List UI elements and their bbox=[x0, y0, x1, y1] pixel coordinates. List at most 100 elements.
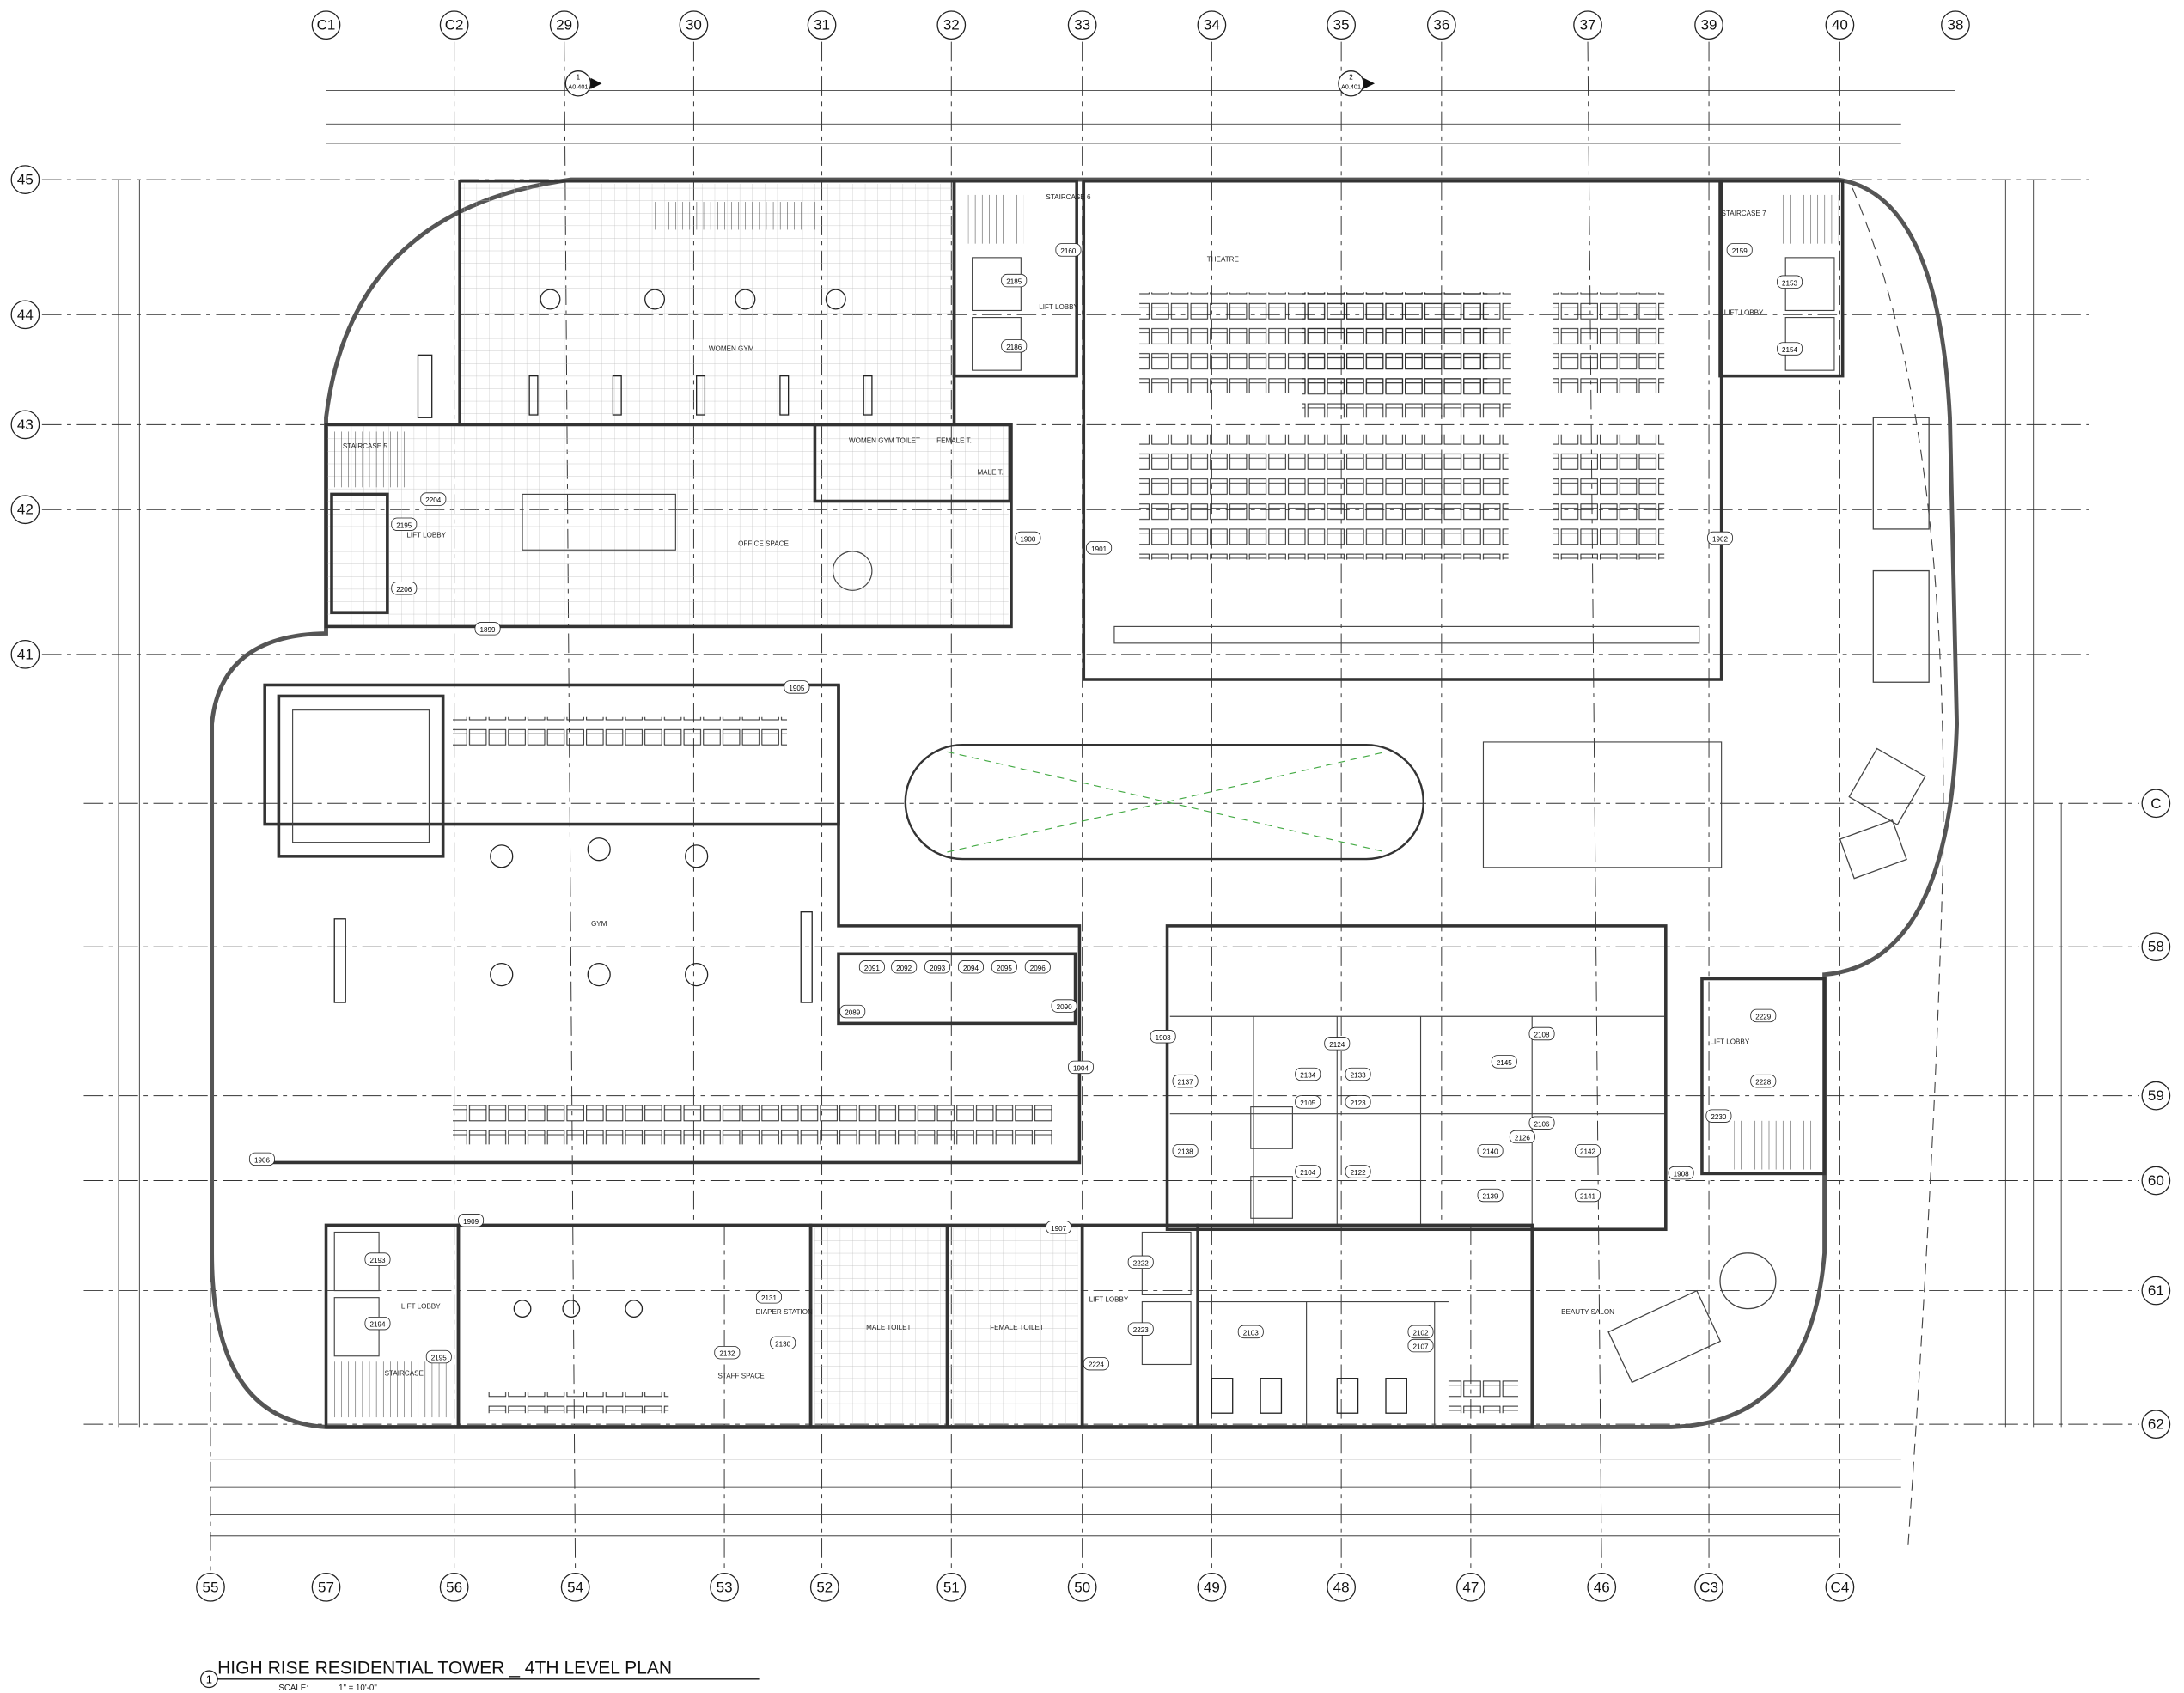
theatre-area bbox=[1082, 179, 1723, 681]
svg-text:33: 33 bbox=[1074, 17, 1090, 33]
section-mark-1: 1 A0.401 bbox=[564, 70, 602, 97]
svg-text:2195: 2195 bbox=[431, 1355, 448, 1362]
svg-text:46: 46 bbox=[1594, 1579, 1610, 1595]
svg-text:58: 58 bbox=[2148, 939, 2164, 955]
grid-bubble: 44 bbox=[10, 300, 40, 330]
door-tag: 2106 bbox=[1528, 1116, 1555, 1130]
door-tag: 1899 bbox=[474, 622, 501, 636]
door-tag: 2122 bbox=[1345, 1165, 1371, 1178]
room-label: STAIRCASE bbox=[385, 1369, 424, 1377]
svg-text:1907: 1907 bbox=[1051, 1225, 1067, 1233]
core-right-lower bbox=[1700, 977, 1827, 1176]
svg-text:34: 34 bbox=[1204, 17, 1220, 33]
door-tag: 2124 bbox=[1324, 1037, 1351, 1051]
svg-text:56: 56 bbox=[446, 1579, 462, 1595]
door-tag: 2159 bbox=[1726, 243, 1753, 257]
lower-rooms bbox=[324, 1223, 1534, 1429]
grid-bubble: 35 bbox=[1327, 10, 1356, 40]
grid-bubble: 57 bbox=[311, 1572, 341, 1602]
svg-text:2222: 2222 bbox=[1133, 1259, 1150, 1267]
door-tag: 2108 bbox=[1528, 1026, 1555, 1041]
lounge-seating bbox=[1607, 417, 1930, 1384]
door-tag: 2193 bbox=[364, 1252, 391, 1266]
room-label: MALE T. bbox=[977, 469, 1003, 477]
room-labels: WOMEN GYM OFFICE SPACE STAIRCASE 5 LIFT … bbox=[343, 193, 1766, 1380]
svg-text:2142: 2142 bbox=[1580, 1148, 1596, 1156]
grid-bubble: 52 bbox=[809, 1572, 839, 1602]
grid-bubble: 58 bbox=[2141, 932, 2171, 962]
svg-text:2094: 2094 bbox=[963, 965, 979, 972]
svg-text:2132: 2132 bbox=[719, 1350, 735, 1358]
grid-bubble: 47 bbox=[1456, 1572, 1485, 1602]
grid-bubbles-left: 45 44 43 42 41 bbox=[10, 165, 40, 669]
door-tag: 1909 bbox=[458, 1214, 485, 1227]
svg-text:62: 62 bbox=[2148, 1416, 2164, 1433]
svg-text:C3: C3 bbox=[1699, 1579, 1718, 1595]
svg-text:2224: 2224 bbox=[1089, 1361, 1105, 1369]
grid-bubble: 30 bbox=[679, 10, 709, 40]
svg-text:39: 39 bbox=[1701, 17, 1717, 33]
atrium-void bbox=[904, 743, 1424, 861]
canopy-line bbox=[1852, 187, 1944, 1546]
svg-text:48: 48 bbox=[1333, 1579, 1350, 1595]
door-tag: 2194 bbox=[364, 1316, 391, 1331]
svg-text:2141: 2141 bbox=[1580, 1193, 1596, 1201]
room-label: LIFT LOBBY bbox=[1724, 308, 1764, 316]
svg-text:2105: 2105 bbox=[1300, 1099, 1316, 1107]
grid-bubble: 40 bbox=[1825, 10, 1855, 40]
grid-bubble: 41 bbox=[10, 639, 40, 669]
grid-bubble: 60 bbox=[2141, 1166, 2171, 1196]
svg-text:C1: C1 bbox=[317, 17, 336, 33]
svg-text:1908: 1908 bbox=[1674, 1171, 1690, 1178]
door-tag: 2107 bbox=[1407, 1338, 1434, 1353]
svg-text:2123: 2123 bbox=[1351, 1099, 1367, 1107]
door-tag: 2093 bbox=[924, 960, 951, 974]
svg-text:2096: 2096 bbox=[1030, 965, 1046, 972]
grid-bubbles-bottom: 55 57 56 54 53 52 51 50 49 48 47 46 C3 C… bbox=[196, 1572, 1855, 1602]
svg-text:2140: 2140 bbox=[1483, 1148, 1499, 1156]
room-label: BEAUTY SALON bbox=[1561, 1308, 1614, 1316]
grid-bubble: 62 bbox=[2141, 1410, 2171, 1440]
svg-text:2091: 2091 bbox=[864, 965, 881, 972]
svg-text:2133: 2133 bbox=[1351, 1072, 1367, 1080]
door-tag: 1900 bbox=[1015, 531, 1041, 545]
svg-text:2089: 2089 bbox=[845, 1009, 861, 1017]
core-stair-6 bbox=[952, 179, 1078, 378]
svg-text:2230: 2230 bbox=[1711, 1113, 1727, 1121]
svg-text:55: 55 bbox=[203, 1579, 219, 1595]
svg-text:2103: 2103 bbox=[1243, 1329, 1260, 1337]
grid-bubble: 32 bbox=[936, 10, 967, 40]
svg-text:2106: 2106 bbox=[1534, 1120, 1551, 1128]
grid-bubble: 31 bbox=[807, 10, 837, 40]
door-tag: 2132 bbox=[714, 1345, 741, 1360]
door-tag: 1906 bbox=[248, 1152, 275, 1166]
svg-text:53: 53 bbox=[717, 1579, 733, 1595]
svg-text:A0.401: A0.401 bbox=[568, 83, 588, 91]
door-tag: 2091 bbox=[858, 960, 885, 974]
svg-text:40: 40 bbox=[1832, 17, 1848, 33]
door-tag: 1903 bbox=[1150, 1030, 1176, 1044]
svg-text:2153: 2153 bbox=[1782, 279, 1798, 287]
door-tag: 2137 bbox=[1172, 1074, 1199, 1088]
svg-text:31: 31 bbox=[814, 17, 830, 33]
room-label: STAIRCASE 6 bbox=[1046, 193, 1091, 201]
svg-text:37: 37 bbox=[1580, 17, 1596, 33]
svg-text:2131: 2131 bbox=[761, 1294, 778, 1302]
grid-bubble: 33 bbox=[1067, 10, 1097, 40]
door-tag: 2228 bbox=[1750, 1074, 1777, 1088]
svg-text:59: 59 bbox=[2148, 1087, 2164, 1104]
svg-text:2195: 2195 bbox=[396, 521, 412, 529]
grid-bubbles-top: C1 C2 29 30 31 32 33 34 35 36 37 39 40 3… bbox=[311, 10, 1970, 40]
room-label: LIFT LOBBY bbox=[1039, 303, 1078, 311]
drawing-title: HIGH RISE RESIDENTIAL TOWER _ 4TH LEVEL … bbox=[217, 1658, 672, 1678]
svg-text:51: 51 bbox=[943, 1579, 960, 1595]
gym-area bbox=[263, 683, 1082, 1165]
svg-text:45: 45 bbox=[17, 172, 34, 188]
door-tag: 2139 bbox=[1477, 1188, 1504, 1203]
door-tag: 2230 bbox=[1705, 1109, 1732, 1123]
svg-text:2137: 2137 bbox=[1178, 1079, 1194, 1087]
grid-bubble: 42 bbox=[10, 495, 40, 525]
grid-bubble: 61 bbox=[2141, 1276, 2171, 1306]
scale-value: 1" = 10'-0" bbox=[339, 1684, 377, 1693]
